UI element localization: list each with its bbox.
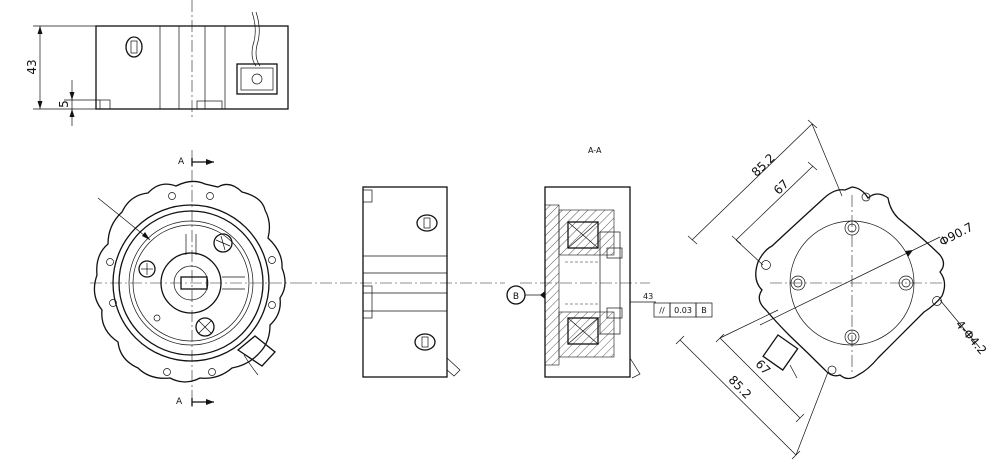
dimension-label: 85.2 bbox=[749, 151, 778, 180]
side-view bbox=[300, 186, 505, 378]
dimension-5-label: 5 bbox=[57, 100, 71, 108]
slot-screw-icon bbox=[414, 333, 436, 351]
height-dimension-43: 43 bbox=[25, 25, 96, 110]
cable-exit-icon bbox=[236, 335, 276, 376]
dimension-43-label: 43 bbox=[25, 59, 39, 74]
height-dimension-5: 5 bbox=[57, 80, 100, 126]
dimension-label: Φ90.7 bbox=[937, 220, 976, 249]
front-view: A A bbox=[90, 150, 300, 410]
datum-label: B bbox=[513, 292, 519, 302]
datum-b: B bbox=[506, 285, 545, 305]
section-marker-label: A bbox=[176, 397, 183, 407]
section-marker-bottom: A bbox=[176, 397, 214, 407]
connector-icon bbox=[762, 334, 799, 379]
dimension-label: 67 bbox=[771, 177, 792, 198]
connector-icon bbox=[236, 11, 278, 95]
screw-head-icon bbox=[195, 317, 215, 337]
dimension-label: 67 bbox=[753, 357, 774, 378]
section-marker-label: A bbox=[178, 157, 185, 167]
section-title: A-A bbox=[588, 146, 602, 155]
diag-dimension-67-top: 67 bbox=[731, 161, 818, 266]
gdt-datum-ref: B bbox=[701, 306, 707, 315]
dimension-label: 4-Φ4.2 bbox=[953, 317, 990, 357]
gdt-tolerance-value: 0.03 bbox=[674, 306, 692, 315]
section-view: A-A bbox=[520, 146, 650, 379]
slot-screw-icon bbox=[416, 214, 438, 232]
dimension-label: 85.2 bbox=[726, 373, 755, 402]
diag-dimension-85-2-bottom: 85.2 bbox=[675, 335, 829, 460]
screw-head-icon bbox=[138, 260, 156, 278]
diameter-dimension: Φ90.7 bbox=[759, 220, 976, 326]
section-marker-top: A bbox=[178, 157, 214, 167]
diag-dimension-85-2-top: 85.2 bbox=[687, 119, 843, 245]
dimension-43-section-label: 43 bbox=[643, 292, 653, 301]
gdt-frame: 43 // 0.03 B bbox=[630, 292, 713, 318]
gdt-parallelism-icon: // bbox=[659, 306, 665, 315]
slot-screw-icon bbox=[125, 36, 143, 58]
hole-count-dimension: 4-Φ4.2 bbox=[939, 299, 990, 357]
top-view: 43 5 bbox=[25, 0, 289, 126]
screw-head-icon bbox=[213, 233, 233, 253]
rotated-view: 85.2 67 Φ90.7 4-Φ4.2 67 bbox=[675, 119, 990, 460]
